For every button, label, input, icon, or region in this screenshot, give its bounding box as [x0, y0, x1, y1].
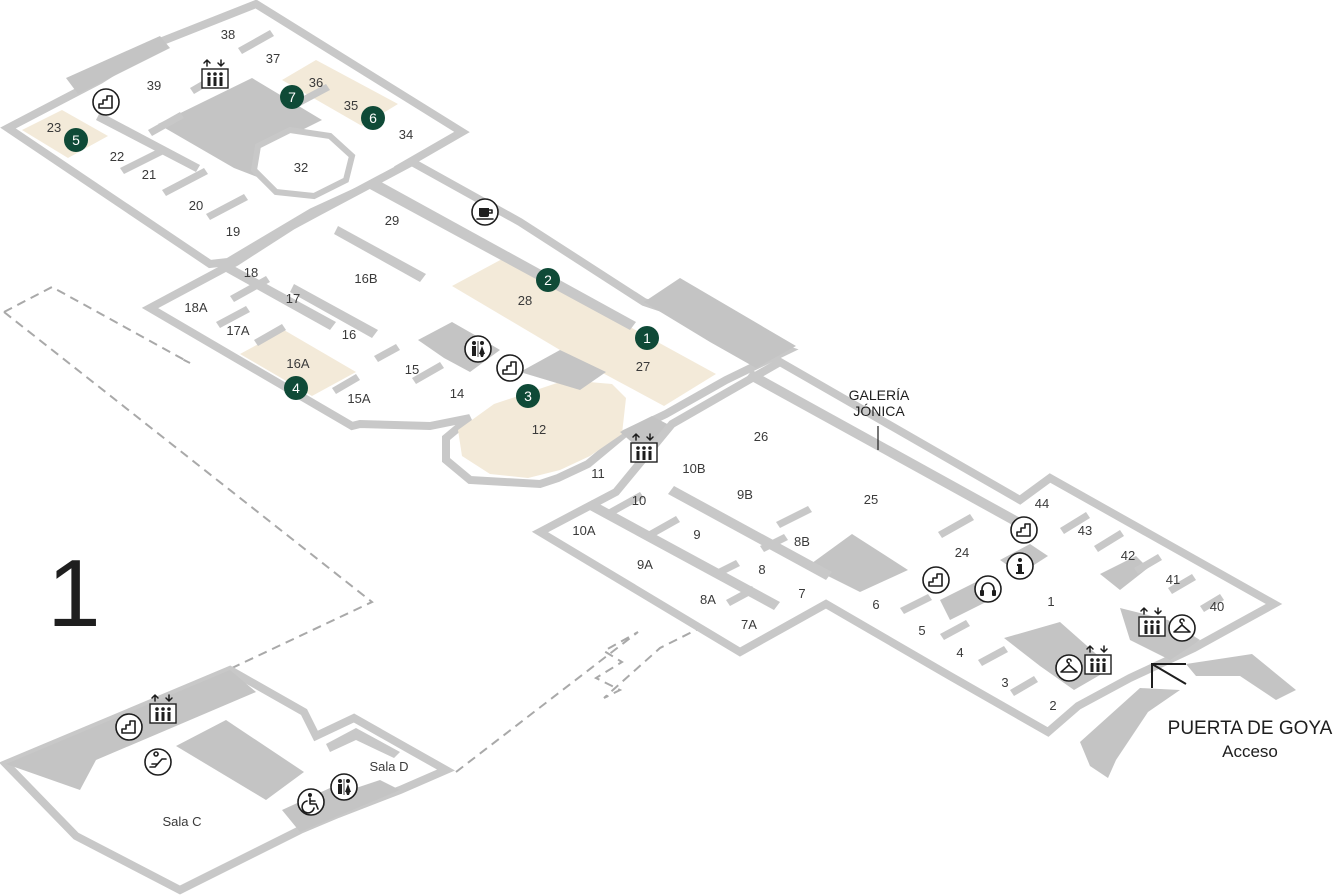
- room-label: 28: [518, 293, 532, 308]
- elevator-icon: [630, 432, 658, 463]
- room-label: 10: [632, 493, 646, 508]
- galeria-label: GALERÍA: [849, 387, 910, 403]
- highlight-marker[interactable]: 4: [284, 376, 308, 400]
- room-label: 4: [956, 645, 963, 660]
- floor-number: 1: [47, 540, 100, 647]
- room-label: 2: [1049, 698, 1056, 713]
- room-label: 8: [758, 562, 765, 577]
- svg-text:1: 1: [643, 330, 651, 346]
- accessibility-icon: [297, 788, 325, 816]
- room-label: 21: [142, 167, 156, 182]
- room-label: 8B: [794, 534, 810, 549]
- highlight-marker[interactable]: 7: [280, 85, 304, 109]
- room-label: 18A: [184, 300, 207, 315]
- room-label: 41: [1166, 572, 1180, 587]
- audioguide-icon: [974, 575, 1002, 603]
- galeria-label: JÓNICA: [853, 403, 905, 419]
- room-label: 35: [344, 98, 358, 113]
- svg-text:5: 5: [72, 132, 80, 148]
- room-label: 7A: [741, 617, 757, 632]
- room-label: 25: [864, 492, 878, 507]
- room-label: 18: [244, 265, 258, 280]
- highlight-marker[interactable]: 6: [361, 106, 385, 130]
- room-label: 9A: [637, 557, 653, 572]
- room-label: 43: [1078, 523, 1092, 538]
- elevator-icon: [149, 693, 177, 724]
- elevator-icon: [1138, 606, 1166, 637]
- room-label: 42: [1121, 548, 1135, 563]
- room-label: 36: [309, 75, 323, 90]
- svg-text:7: 7: [288, 89, 296, 105]
- room-label: 24: [955, 545, 969, 560]
- room-label: 37: [266, 51, 280, 66]
- elevator-icon: [1084, 644, 1112, 675]
- room-label: 10B: [682, 461, 705, 476]
- highlight-marker[interactable]: 3: [516, 384, 540, 408]
- room-label: 15A: [347, 391, 370, 406]
- room-label: 23: [47, 120, 61, 135]
- room-label: 38: [221, 27, 235, 42]
- room-label: 17A: [226, 323, 249, 338]
- east-wing: [531, 357, 1283, 737]
- room-label: 40: [1210, 599, 1224, 614]
- cafe-icon: [471, 198, 499, 226]
- elevator-icon: [201, 58, 229, 89]
- room-label: 44: [1035, 496, 1049, 511]
- room-label: 19: [226, 224, 240, 239]
- room-label: 16: [342, 327, 356, 342]
- stairs-icon: [115, 713, 143, 741]
- room-label: 27: [636, 359, 650, 374]
- room-label: 7: [798, 586, 805, 601]
- svg-text:4: 4: [292, 380, 300, 396]
- room-label: 3: [1001, 675, 1008, 690]
- room-label: 9: [693, 527, 700, 542]
- room-label: 16A: [286, 356, 309, 371]
- svg-text:3: 3: [524, 388, 532, 404]
- room-label: 6: [872, 597, 879, 612]
- room-label: 26: [754, 429, 768, 444]
- middle-wing: [141, 157, 799, 489]
- room-label: 9B: [737, 487, 753, 502]
- restroom-icon: [464, 335, 492, 363]
- room-label: 32: [294, 160, 308, 175]
- room-label: 8A: [700, 592, 716, 607]
- room-label: 39: [147, 78, 161, 93]
- room-labels: 38 37 39 36 35 34 23 22 21 32 20 19 29 1…: [47, 27, 1224, 829]
- entrance-name: PUERTA DE GOYA: [1168, 718, 1333, 739]
- info-icon: [1006, 552, 1034, 580]
- stairs-icon: [1010, 516, 1038, 544]
- room-label: 11: [591, 466, 605, 481]
- svg-text:2: 2: [544, 272, 552, 288]
- room-label: 29: [385, 213, 399, 228]
- highlight-marker[interactable]: 5: [64, 128, 88, 152]
- lower-wing: [0, 665, 455, 895]
- room-label: 12: [532, 422, 546, 437]
- entrance-subtitle: Acceso: [1222, 742, 1278, 761]
- connector-outline: [3, 285, 701, 773]
- room-label: Sala D: [369, 759, 408, 774]
- room-label: 10A: [572, 523, 595, 538]
- room-label: 1: [1047, 594, 1054, 609]
- room-label: 20: [189, 198, 203, 213]
- restroom-icon: [330, 773, 358, 801]
- svg-text:6: 6: [369, 110, 377, 126]
- highlight-marker[interactable]: 1: [635, 326, 659, 350]
- stairs-icon: [496, 354, 524, 382]
- room-label: Sala C: [162, 814, 201, 829]
- entrance-stairs: [1080, 654, 1296, 778]
- room-label: 22: [110, 149, 124, 164]
- cloakroom-icon: [1055, 654, 1083, 682]
- escalator-icon: [144, 748, 172, 776]
- stairs-icon: [92, 88, 120, 116]
- room-label: 34: [399, 127, 413, 142]
- room-label: 17: [286, 291, 300, 306]
- room-label: 5: [918, 623, 925, 638]
- cloakroom-icon: [1168, 614, 1196, 642]
- room-label: 14: [450, 386, 464, 401]
- stairs-icon: [922, 566, 950, 594]
- room-label: 16B: [354, 271, 377, 286]
- highlight-marker[interactable]: 2: [536, 268, 560, 292]
- room-label: 15: [405, 362, 419, 377]
